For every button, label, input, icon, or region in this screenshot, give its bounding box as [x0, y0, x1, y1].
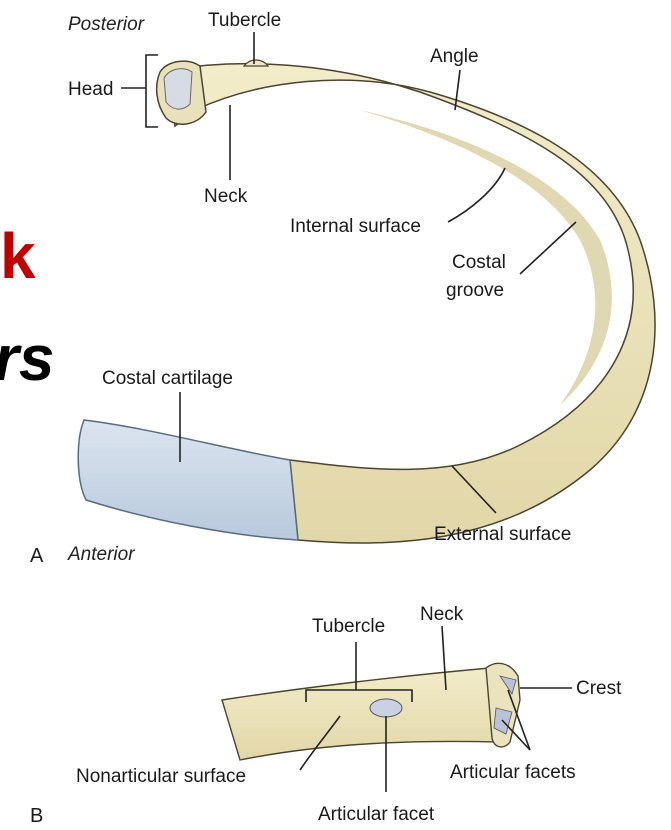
neck-label: Neck: [204, 186, 248, 207]
external-surface-label: External surface: [434, 524, 571, 545]
internal-surface-leader: [448, 168, 505, 222]
panel-b-letter: B: [30, 805, 43, 827]
rib-head-facet: [164, 69, 192, 109]
nonarticular-surface-label: Nonarticular surface: [76, 766, 246, 787]
panel-a: Posterior Tubercle Head Angle Neck Inter…: [30, 10, 655, 567]
anterior-label: Anterior: [67, 544, 135, 565]
head-label: Head: [68, 79, 113, 100]
angle-label: Angle: [430, 46, 479, 67]
black-title-fragment: rs: [0, 322, 55, 394]
costal-groove-label-2: groove: [446, 280, 504, 301]
rib-tubercle: [244, 60, 268, 66]
costal-cartilage: [78, 420, 298, 540]
articular-facet-label: Articular facet: [318, 804, 435, 825]
rib-b-shaft: [222, 668, 512, 760]
rib-b-tubercle-facet: [370, 699, 402, 717]
crest-label: Crest: [576, 678, 622, 699]
neck-b-label: Neck: [420, 604, 464, 625]
costal-cartilage-label: Costal cartilage: [102, 368, 233, 389]
costal-groove-leader: [520, 222, 576, 274]
tubercle-label: Tubercle: [208, 10, 281, 31]
red-title-fragment: k: [0, 220, 36, 292]
panel-a-letter: A: [30, 545, 44, 567]
costal-groove-label-1: Costal: [452, 252, 506, 273]
tubercle-b-label: Tubercle: [312, 616, 385, 637]
panel-b: Tubercle Neck Crest Nonarticular surface…: [30, 604, 622, 827]
posterior-label: Posterior: [68, 14, 145, 35]
articular-facets-label: Articular facets: [450, 762, 576, 783]
internal-surface-label: Internal surface: [290, 216, 421, 237]
